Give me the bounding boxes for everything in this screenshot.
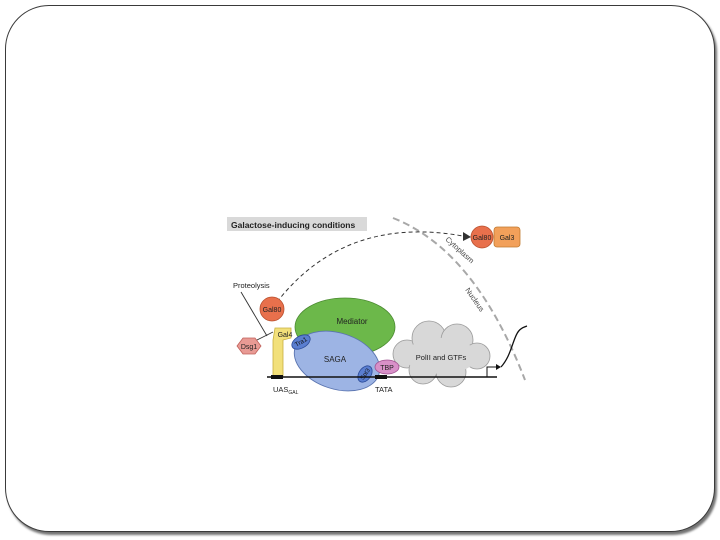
heading-background — [227, 217, 367, 231]
gal3-box — [493, 226, 521, 248]
pol2-label: PolII and GTFs — [416, 353, 467, 362]
slide-frame — [5, 5, 715, 532]
gal80-cytoplasm-circle — [470, 225, 494, 249]
dsg1-label: Dsg1 — [241, 344, 257, 351]
proteolysis-label: Proteolysis — [233, 281, 270, 290]
tbp-ellipse — [374, 359, 400, 375]
gal80-nucleus-circle — [259, 296, 285, 322]
tss-arrowhead — [496, 364, 501, 370]
export-arrow — [276, 231, 464, 303]
gal4-label: Gal4 — [278, 332, 293, 339]
tss-arrow — [486, 366, 497, 377]
tata-element — [375, 375, 387, 379]
pol2-cloud — [392, 320, 491, 388]
proteolysis-arrow — [240, 291, 268, 337]
mediator-label: Mediator — [336, 317, 367, 326]
diagram-svg: Galactose-inducing conditions Cytoplasm … — [227, 217, 528, 396]
saga-label: SAGA — [324, 355, 347, 364]
diagram-heading: Galactose-inducing conditions — [231, 220, 355, 230]
mrna-line — [500, 325, 528, 368]
gal80-cytoplasm-label: Gal80 — [473, 235, 492, 242]
gal3-label: Gal3 — [500, 235, 515, 242]
transcription-diagram: Galactose-inducing conditions Cytoplasm … — [225, 210, 530, 400]
uas-element — [271, 375, 283, 379]
tbp-label: TBP — [380, 365, 394, 372]
gal4-shape — [272, 327, 292, 377]
uas-label: UASGAL — [273, 385, 299, 396]
tra1-ellipse — [291, 334, 311, 350]
export-arrowhead — [463, 232, 471, 241]
gal80-nucleus-label: Gal80 — [263, 307, 282, 314]
tata-label: TATA — [375, 385, 393, 394]
nuclear-envelope — [392, 217, 526, 381]
dsg1-hexagon — [236, 337, 262, 355]
nucleus-label: Nucleus — [463, 286, 486, 314]
